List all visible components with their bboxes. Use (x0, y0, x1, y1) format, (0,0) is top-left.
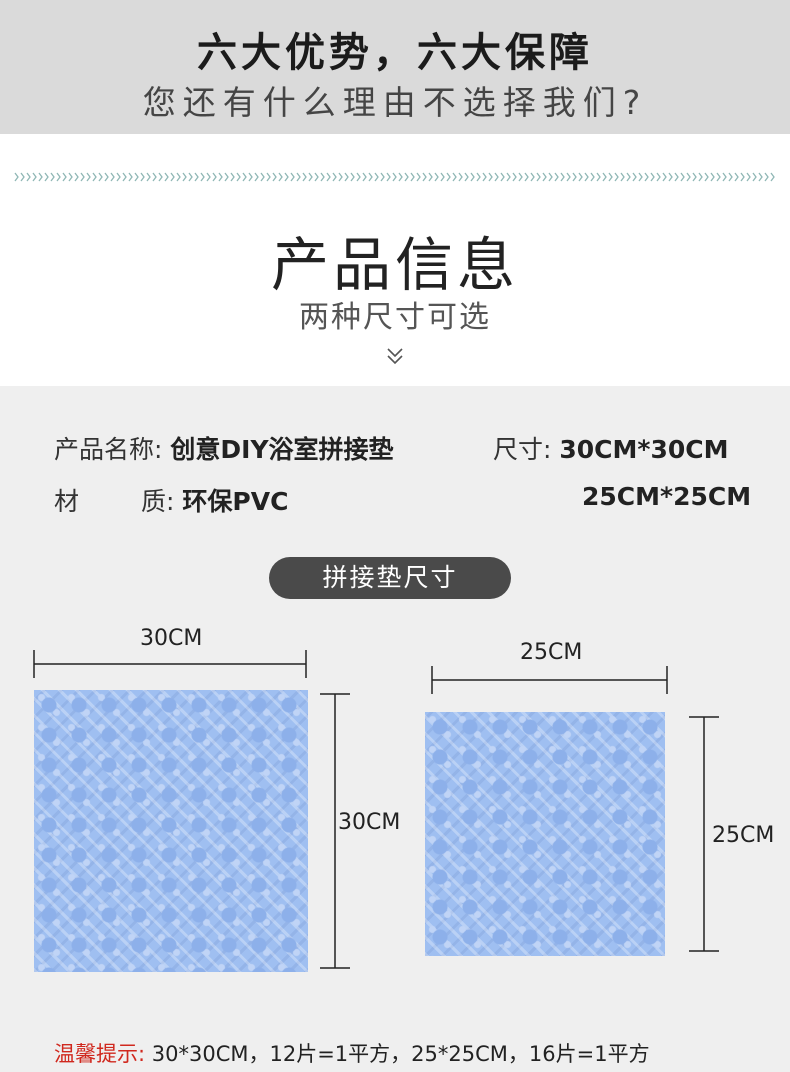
decorative-chevron-line (14, 171, 776, 183)
spec-name-value: 创意DIY浴室拼接垫 (170, 435, 394, 464)
spec-size-value-2: 25CM*25CM (582, 482, 752, 511)
large-mat-width-label: 30CM (140, 626, 203, 651)
spec-material-label-a: 材 (54, 487, 80, 516)
small-mat-image (425, 712, 665, 956)
tip-row: 温馨提示: 30*30CM，12片=1平方，25*25CM，16片=1平方 (54, 1038, 650, 1068)
spec-material-row: 材 质: 环保PVC (54, 482, 288, 518)
spec-size-value-1: 30CM*30CM (559, 435, 729, 464)
tip-text: 30*30CM，12片=1平方，25*25CM，16片=1平方 (151, 1042, 650, 1066)
section-subtitle: 两种尺寸可选 (299, 300, 491, 335)
spec-material-label-b: 质: (141, 487, 175, 516)
large-mat-height-label: 30CM (338, 810, 401, 835)
large-mat-image (34, 690, 308, 972)
small-mat-width-label: 25CM (520, 640, 583, 665)
spec-name-row: 产品名称: 创意DIY浴室拼接垫 (54, 430, 394, 466)
spec-material-value: 环保PVC (182, 487, 289, 516)
size-section-pill: 拼接垫尺寸 (269, 557, 511, 599)
top-banner: 六大优势，六大保障 您还有什么理由不选择我们? (0, 0, 790, 134)
small-mat-height-label: 25CM (712, 823, 775, 848)
spec-size-label: 尺寸: (493, 435, 552, 464)
spec-size-row: 尺寸: 30CM*30CM (493, 430, 729, 466)
section-title: 产品信息 (270, 231, 519, 299)
banner-subtitle: 您还有什么理由不选择我们? (142, 83, 648, 122)
spec-size-row-2: 25CM*25CM (582, 482, 751, 511)
double-chevron-down-icon (387, 348, 403, 365)
banner-title: 六大优势，六大保障 (197, 30, 593, 76)
tip-label: 温馨提示: (54, 1042, 146, 1066)
spec-name-label: 产品名称: (54, 435, 163, 464)
